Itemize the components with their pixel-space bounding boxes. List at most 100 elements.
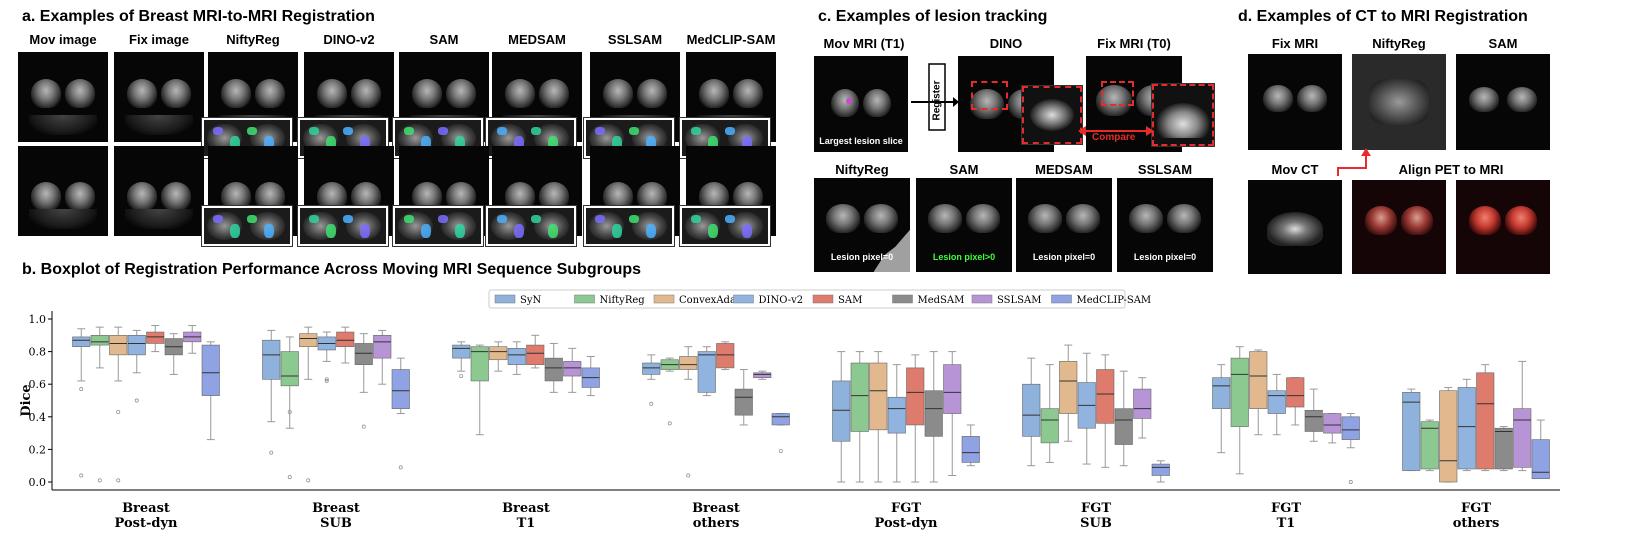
legend-swatch <box>494 294 516 304</box>
box-dino-v2 <box>697 351 716 393</box>
outlier-point <box>269 450 274 455</box>
box-syn <box>832 380 851 442</box>
group-label: T1 <box>1277 516 1296 531</box>
panel-a-overlay-inset <box>680 206 770 246</box>
register-arrow <box>911 63 959 131</box>
group-label: SUB <box>320 516 352 531</box>
legend-entry-label: NiftyReg <box>600 295 646 306</box>
panel-a-mri-image <box>114 52 204 142</box>
mov-mri-image: Largest lesion slice <box>814 56 908 152</box>
compare-label: Compare <box>1092 132 1136 143</box>
box-niftyreg <box>1230 357 1249 427</box>
box-medclip-sam <box>1341 416 1360 440</box>
box-sslsam <box>1323 413 1342 434</box>
legend-swatch <box>892 294 913 304</box>
panel-c-title: c. Examples of lesion tracking <box>818 8 1048 25</box>
box-convexadam <box>489 346 508 361</box>
panel-b-title: b. Boxplot of Registration Performance A… <box>22 261 642 278</box>
panel-c-method-image: Lesion pixel=0 <box>1016 178 1112 272</box>
outlier-point <box>79 387 84 392</box>
legend-entry-label: ConvexAdam <box>679 295 746 306</box>
largest-lesion-caption: Largest lesion slice <box>819 136 903 146</box>
panel-a-mri-image <box>114 146 204 236</box>
outlier-point <box>324 378 329 383</box>
group-label: Breast <box>312 501 360 516</box>
box-syn <box>1022 383 1041 437</box>
lesion-pixel-caption: Lesion pixel=0 <box>1032 252 1096 262</box>
group-label: FGT <box>1081 501 1111 516</box>
box-dino-v2 <box>887 396 906 434</box>
outlier-point <box>287 475 292 480</box>
outlier-point <box>398 465 403 470</box>
panel-a-mri-image <box>18 146 108 236</box>
y-tick-label: 0.8 <box>29 346 47 359</box>
panel-a-overlay-inset <box>584 206 674 246</box>
box-dino-v2 <box>1267 390 1286 414</box>
pet-mri-image-2 <box>1456 180 1550 274</box>
sam-d-label: SAM <box>1488 36 1518 51</box>
group-label: Post-dyn <box>875 516 938 531</box>
group-label: others <box>693 516 740 531</box>
mov-mri-label: Mov MRI (T1) <box>823 36 905 51</box>
box-medsam <box>544 357 563 382</box>
box-sam <box>336 331 355 348</box>
panel-a-col-label: MedCLIP-SAM <box>686 32 776 47</box>
box-sam <box>906 367 925 426</box>
lesion-pixel-caption: Lesion pixel>0 <box>932 252 996 262</box>
box-sslsam <box>753 372 772 378</box>
dino-zoom-inset <box>1022 86 1082 144</box>
outlier-point <box>287 409 292 414</box>
box-niftyreg <box>1420 421 1439 470</box>
lesion-pixel-caption: Lesion pixel=0 <box>1133 252 1197 262</box>
legend-swatch <box>733 294 754 304</box>
fix-zoom-inset <box>1152 84 1214 146</box>
outlier-point <box>686 473 691 478</box>
fix-mri-d-image <box>1248 54 1342 150</box>
outlier-point <box>361 424 366 429</box>
box-medclip-sam <box>771 413 790 426</box>
mov-ct-label: Mov CT <box>1271 162 1319 177</box>
group-label: Breast <box>692 501 740 516</box>
niftyreg-d-image <box>1352 54 1446 150</box>
sam-d-image <box>1456 54 1550 150</box>
outlier-point <box>459 374 464 379</box>
panel-a-col-label: NiftyReg <box>226 32 280 47</box>
box-syn <box>72 336 91 348</box>
outlier-point <box>116 478 121 483</box>
panel-c-method-label: MEDSAM <box>1035 162 1093 177</box>
compare-arrow <box>1078 126 1154 136</box>
box-medclip-sam <box>201 344 220 396</box>
box-sslsam <box>373 334 392 359</box>
box-medsam <box>734 388 753 416</box>
y-tick-label: 0.4 <box>29 411 47 424</box>
outlier-point <box>97 478 102 483</box>
box-dino-v2 <box>507 348 526 365</box>
group-label: FGT <box>1461 501 1491 516</box>
outlier-point <box>306 478 311 483</box>
box-medsam <box>1304 409 1323 432</box>
box-convexadam <box>1439 390 1458 483</box>
legend-swatch <box>971 294 993 304</box>
panel-a-col-label: SAM <box>429 32 459 47</box>
group-label: others <box>1453 516 1500 531</box>
outlier-point <box>79 473 84 478</box>
y-tick-label: 0.2 <box>29 443 47 456</box>
box-convexadam <box>1249 351 1268 409</box>
ct-to-niftyreg-arrow <box>1337 148 1371 176</box>
legend-entry-label: SyN <box>520 295 542 306</box>
niftyreg-d-label: NiftyReg <box>1372 36 1426 51</box>
box-medclip-sam <box>391 369 410 409</box>
outlier-point <box>134 398 139 403</box>
panel-a-col-label: Fix image <box>129 32 189 47</box>
panel-a-overlay-inset <box>393 206 483 246</box>
outlier-point <box>778 449 783 453</box>
group-label: Breast <box>122 501 170 516</box>
panel-a-overlay-inset <box>298 206 388 246</box>
legend-entry-label: MedSAM <box>918 295 965 306</box>
outlier-point <box>667 421 672 426</box>
panel-a-overlay-inset <box>486 206 576 246</box>
box-medclip-sam <box>1151 463 1170 476</box>
group-label: SUB <box>1080 516 1112 531</box>
box-sslsam <box>1513 408 1532 468</box>
